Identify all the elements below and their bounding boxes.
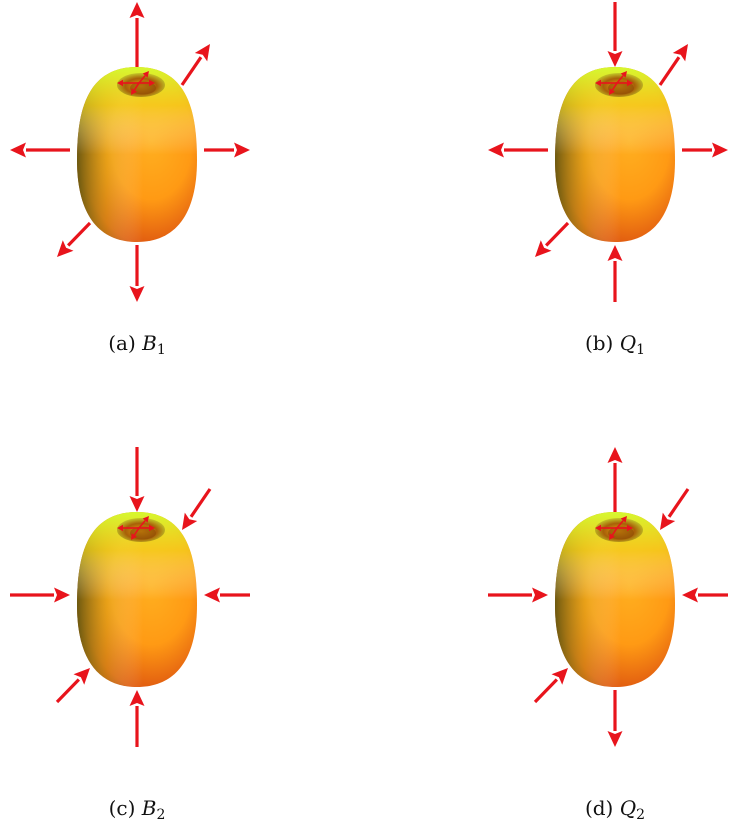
arrow-left-out	[488, 142, 548, 158]
small-arrow-up	[138, 516, 149, 529]
small-arrow-left	[595, 79, 617, 87]
deformed-body	[555, 512, 675, 687]
arrow-left-in	[488, 587, 548, 603]
caption-a-tag: (a)	[108, 331, 136, 355]
small-arrow-left	[117, 524, 139, 532]
small-arrow-down	[609, 527, 618, 540]
arrow-bottom-left-in	[55, 668, 90, 704]
deformed-body	[77, 67, 197, 242]
small-arrow-right	[139, 79, 155, 87]
arrow-top-right-out	[180, 44, 210, 86]
top-cross-arrows	[117, 71, 155, 95]
arrow-top-right-out	[658, 44, 688, 86]
caption-d-tag: (d)	[584, 796, 614, 820]
arrow-bottom-in	[129, 690, 145, 747]
arrow-top-right-in	[182, 488, 212, 530]
top-cross-arrows	[595, 71, 633, 95]
arrow-right-in	[682, 587, 728, 603]
arrow-right-out	[682, 142, 728, 158]
arrow-bottom-out	[607, 690, 623, 747]
arrow-top-right-in	[660, 488, 690, 530]
panel-a	[10, 2, 250, 302]
panel-d	[488, 447, 728, 747]
arrow-right-out	[204, 142, 250, 158]
caption-a: (a) B1	[37, 331, 237, 358]
caption-c-tag: (c)	[108, 796, 136, 820]
small-arrow-down	[609, 82, 618, 95]
arrow-bottom-left-in	[533, 668, 568, 704]
arrow-top-out	[129, 2, 145, 67]
arrow-top-in	[129, 447, 145, 512]
caption-d-symbol: Q	[619, 796, 637, 820]
caption-b-symbol: Q	[619, 331, 637, 355]
deformed-body	[555, 67, 675, 242]
caption-d-subscript: 2	[636, 807, 646, 823]
arrow-top-out	[607, 447, 623, 512]
small-arrow-up	[138, 71, 149, 84]
arrow-bottom-left-out	[57, 221, 92, 257]
small-arrow-down	[131, 82, 140, 95]
top-cross-arrows	[595, 516, 633, 540]
small-arrow-right	[617, 524, 633, 532]
top-cross-arrows	[117, 516, 155, 540]
arrow-left-out	[10, 142, 70, 158]
arrow-bottom-in	[607, 245, 623, 302]
caption-a-subscript: 1	[156, 342, 166, 358]
deformed-body	[77, 512, 197, 687]
small-arrow-right	[617, 79, 633, 87]
small-arrow-right	[139, 524, 155, 532]
arrow-left-in	[10, 587, 70, 603]
arrow-bottom-left-out	[535, 221, 570, 257]
arrow-top-in	[607, 2, 623, 67]
caption-c-subscript: 2	[156, 807, 166, 823]
arrow-right-in	[204, 587, 250, 603]
panel-c	[10, 447, 250, 747]
small-arrow-down	[131, 527, 140, 540]
caption-c: (c) B2	[37, 796, 237, 823]
small-arrow-left	[595, 524, 617, 532]
arrow-bottom-out	[129, 245, 145, 302]
caption-a-symbol: B	[142, 331, 157, 355]
caption-b-subscript: 1	[636, 342, 646, 358]
caption-b-tag: (b)	[584, 331, 614, 355]
caption-d: (d) Q2	[515, 796, 715, 823]
caption-b: (b) Q1	[515, 331, 715, 358]
caption-c-symbol: B	[141, 796, 157, 820]
small-arrow-left	[117, 79, 139, 87]
small-arrow-up	[616, 516, 627, 529]
panel-b	[488, 2, 728, 302]
small-arrow-up	[616, 71, 627, 84]
